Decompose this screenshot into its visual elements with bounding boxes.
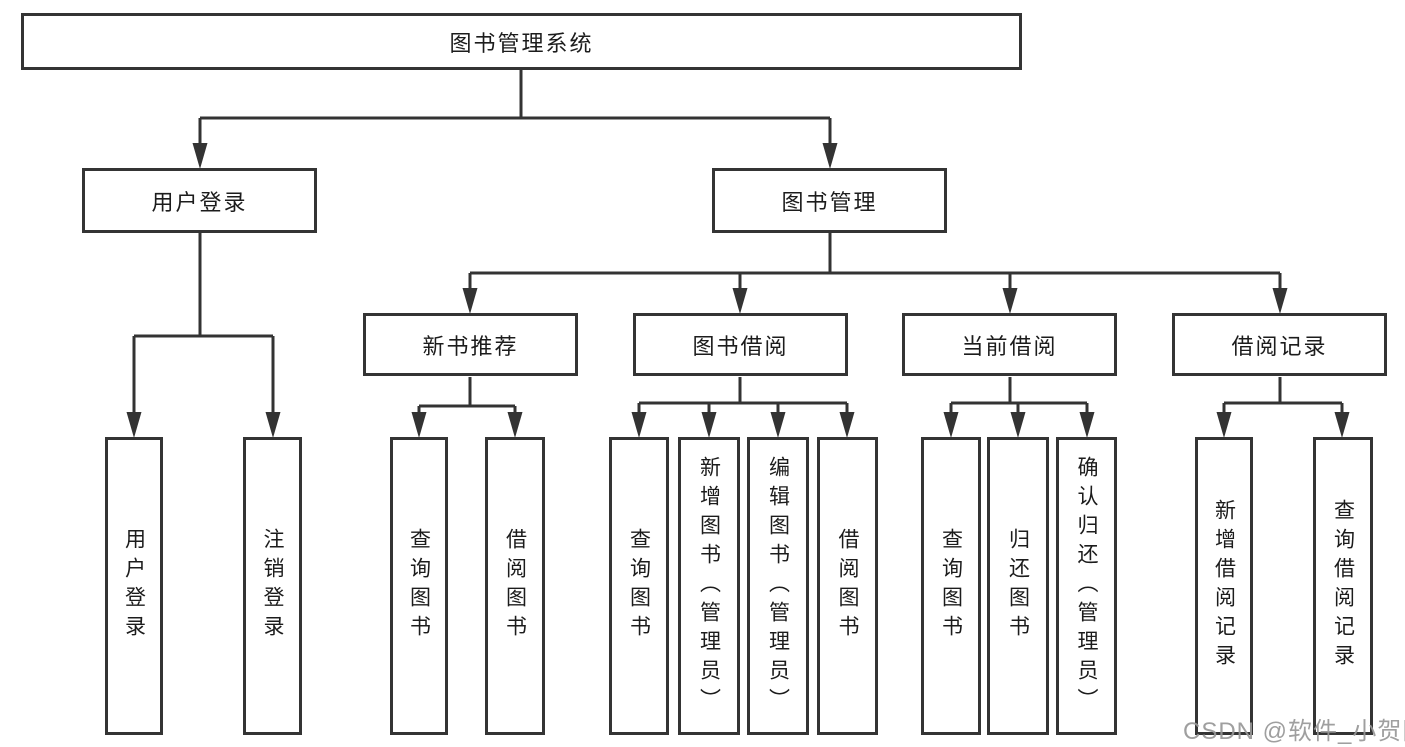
leaf-label: 借阅图书 bbox=[503, 528, 527, 644]
leaf-query-borrow-record: 查询借阅记录 bbox=[1313, 437, 1373, 735]
node-label: 图书借阅 bbox=[692, 333, 789, 359]
leaf-label: 用户登录 bbox=[122, 528, 146, 644]
node-label: 当前借阅 bbox=[961, 333, 1058, 359]
node-new-book-recommend: 新书推荐 bbox=[363, 313, 578, 376]
leaf-label: 查询图书 bbox=[939, 528, 963, 644]
node-label: 图书管理 bbox=[781, 189, 878, 215]
node-label: 新书推荐 bbox=[422, 333, 519, 359]
leaf-add-book-admin: 新增图书（管理员） bbox=[678, 437, 740, 735]
leaf-label: 查询图书 bbox=[627, 528, 651, 644]
leaf-confirm-return-admin: 确认归还（管理员） bbox=[1056, 437, 1117, 735]
leaf-borrowing-borrow-books: 借阅图书 bbox=[817, 437, 878, 735]
leaf-edit-book-admin: 编辑图书（管理员） bbox=[747, 437, 809, 735]
csdn-watermark: CSDN @软件_小贺同学 bbox=[1183, 718, 1405, 745]
connector-arrowheads bbox=[126, 143, 1350, 438]
leaf-label: 新增图书（管理员） bbox=[697, 455, 721, 717]
leaf-label: 借阅图书 bbox=[836, 528, 859, 644]
leaf-label: 注销登录 bbox=[261, 528, 284, 644]
leaf-label: 查询图书 bbox=[407, 528, 431, 644]
leaf-add-borrow-record: 新增借阅记录 bbox=[1195, 437, 1253, 735]
leaf-newbook-borrow-books: 借阅图书 bbox=[485, 437, 545, 735]
leaf-return-books: 归还图书 bbox=[987, 437, 1049, 735]
node-current-borrowing: 当前借阅 bbox=[902, 313, 1117, 376]
leaf-label: 确认归还（管理员） bbox=[1075, 455, 1098, 717]
node-label: 用户登录 bbox=[151, 189, 248, 215]
leaf-borrowing-query-books: 查询图书 bbox=[609, 437, 669, 735]
node-label: 图书管理系统 bbox=[449, 30, 594, 56]
leaf-label: 查询借阅记录 bbox=[1331, 499, 1355, 673]
node-book-management-group: 图书管理 bbox=[712, 168, 947, 233]
node-user-login-group: 用户登录 bbox=[82, 168, 317, 233]
leaf-label: 新增借阅记录 bbox=[1212, 499, 1236, 673]
leaf-label: 归还图书 bbox=[1006, 528, 1030, 644]
node-book-borrowing: 图书借阅 bbox=[633, 313, 848, 376]
leaf-user-login: 用户登录 bbox=[105, 437, 163, 735]
node-library-management-system: 图书管理系统 bbox=[21, 13, 1022, 70]
connector-segments bbox=[132, 70, 1344, 414]
node-label: 借阅记录 bbox=[1231, 333, 1328, 359]
node-borrowing-records: 借阅记录 bbox=[1172, 313, 1387, 376]
leaf-newbook-query-books: 查询图书 bbox=[390, 437, 448, 735]
leaf-current-query-books: 查询图书 bbox=[921, 437, 981, 735]
leaf-label: 编辑图书（管理员） bbox=[766, 455, 790, 717]
leaf-logout: 注销登录 bbox=[243, 437, 302, 735]
